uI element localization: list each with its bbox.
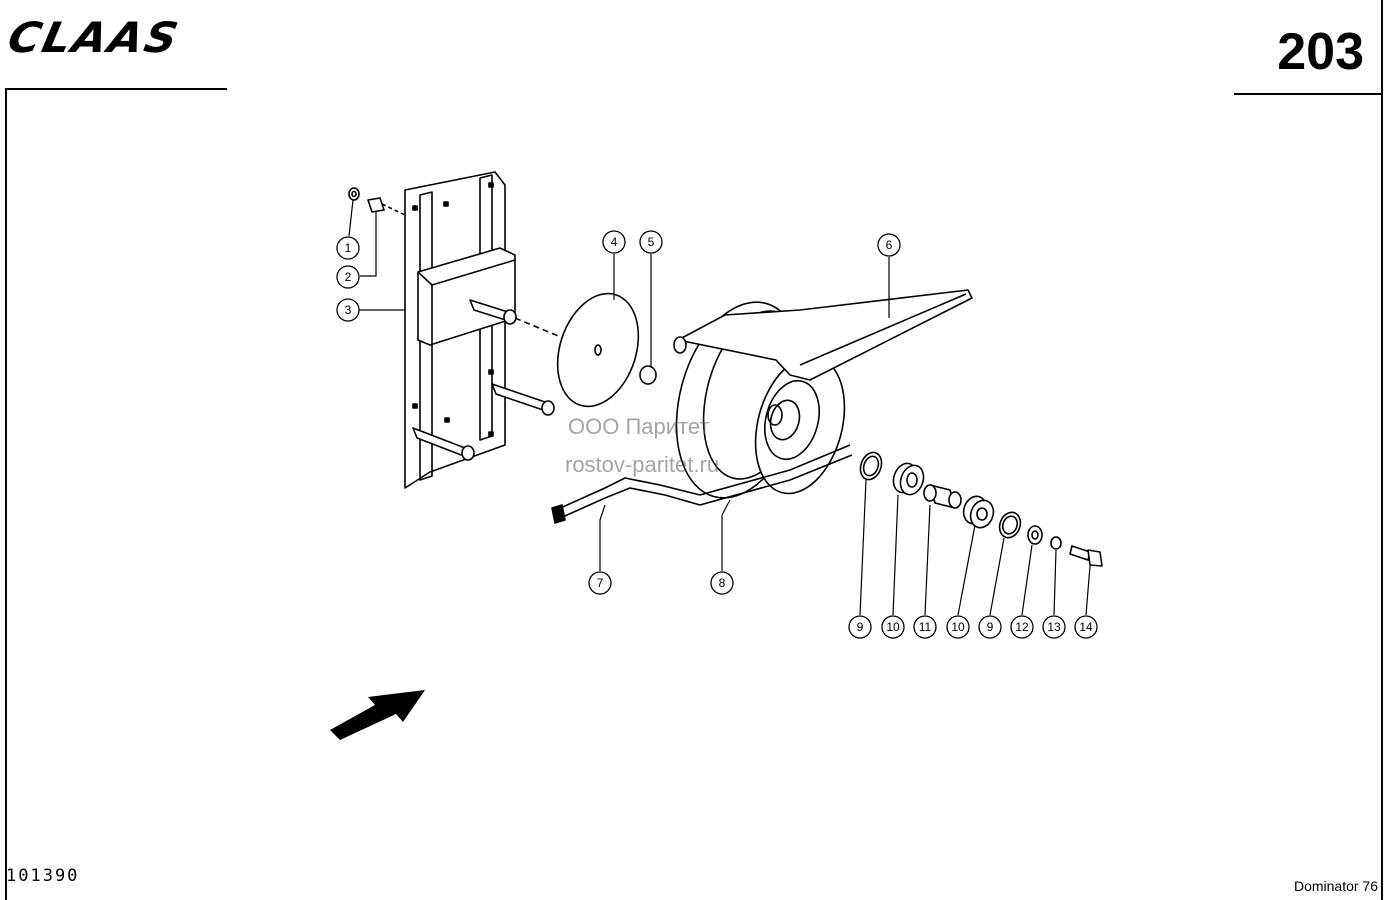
- header-rule-left: [5, 88, 227, 90]
- callout-4: 4: [602, 230, 626, 254]
- callout-label: 10: [886, 620, 900, 634]
- callout-5: 5: [639, 230, 663, 254]
- callout-14: 14: [1074, 615, 1098, 639]
- watermark-url: rostov-paritet.ru: [565, 452, 720, 477]
- callout-label: 11: [919, 620, 932, 634]
- frame-left-border: [5, 88, 7, 900]
- circlip-2: [998, 511, 1022, 539]
- callout-9: 9: [848, 615, 872, 639]
- callout-label: 6: [886, 238, 893, 252]
- washer: [1027, 525, 1043, 545]
- callout-12: 12: [1010, 615, 1034, 639]
- lock-washer: [1050, 536, 1062, 550]
- callout-8: 8: [710, 571, 734, 595]
- callout-10: 10: [881, 615, 905, 639]
- callout-9b: 9: [978, 615, 1002, 639]
- callout-3: 3: [336, 298, 360, 322]
- direction-arrow-icon: [330, 690, 425, 740]
- callout-7: 7: [588, 571, 612, 595]
- callout-label: 9: [987, 620, 994, 634]
- callout-label: 2: [345, 270, 352, 284]
- watermark-company: ООО Паритет: [568, 414, 710, 439]
- callout-10b: 10: [946, 615, 970, 639]
- model-name: Dominator 76: [1293, 878, 1378, 894]
- callout-label: 8: [719, 576, 726, 590]
- callout-label: 9: [857, 620, 864, 634]
- frame-right-border: [1381, 0, 1383, 900]
- callout-1: 1: [336, 236, 360, 260]
- circlip: [859, 451, 883, 481]
- callout-label: 5: [648, 235, 655, 249]
- spacer-sleeve: [923, 484, 962, 509]
- ball-bearing: [892, 462, 925, 496]
- v-belt: [673, 289, 973, 381]
- callout-label: 14: [1079, 620, 1093, 634]
- callout-13: 13: [1042, 615, 1066, 639]
- callout-label: 3: [345, 303, 352, 317]
- callout-label: 1: [345, 241, 352, 255]
- callout-label: 7: [597, 576, 604, 590]
- tensioner-bar: [551, 444, 853, 524]
- page-number: 203: [1277, 23, 1364, 81]
- callout-label: 10: [951, 620, 965, 634]
- bushing: [639, 365, 657, 385]
- header-rule-right: [1234, 93, 1381, 95]
- cover-disc: [556, 292, 640, 408]
- callout-2: 2: [336, 265, 360, 289]
- callout-11: 11: [913, 615, 937, 639]
- callout-label: 12: [1015, 620, 1029, 634]
- bracket-plate: [404, 171, 555, 489]
- drawing-number: 101390: [6, 866, 80, 886]
- callout-6: 6: [877, 233, 901, 257]
- ball-bearing-2: [962, 495, 995, 529]
- callout-label: 13: [1047, 620, 1061, 634]
- hex-bolt: [1069, 545, 1103, 567]
- callout-label: 4: [611, 235, 618, 249]
